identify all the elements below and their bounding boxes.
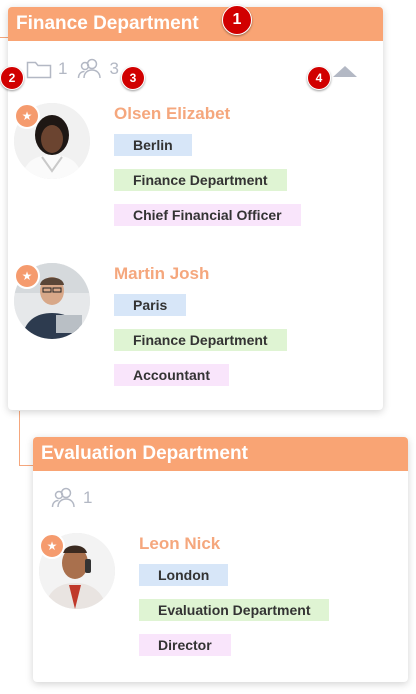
- member-stat[interactable]: 3: [77, 58, 119, 80]
- member-count: 3: [109, 59, 119, 78]
- role-tag: Chief Financial Officer: [114, 204, 301, 226]
- folder-count: 1: [58, 59, 68, 78]
- avatar: [14, 103, 90, 179]
- role-tag: Director: [139, 634, 231, 656]
- connector-horizontal: [19, 465, 33, 466]
- annotation-marker-2: 2: [0, 66, 24, 90]
- department-tag: Finance Department: [114, 329, 287, 351]
- folder-stat[interactable]: 1: [26, 59, 67, 79]
- avatar: [39, 533, 115, 609]
- location-tag: Paris: [114, 294, 187, 316]
- annotation-marker-1: 1: [222, 5, 252, 35]
- department-stats: 1 3: [26, 58, 129, 80]
- department-card-finance[interactable]: Finance Department 1 3: [8, 7, 383, 410]
- folder-icon: [26, 61, 52, 79]
- location-tag: London: [139, 564, 229, 586]
- person-name[interactable]: Martin Josh: [114, 264, 210, 283]
- star-icon: ★: [14, 263, 40, 289]
- department-title[interactable]: Evaluation Department: [33, 437, 408, 471]
- connector-vertical: [19, 411, 20, 466]
- annotation-marker-3: 3: [121, 66, 145, 90]
- member-stat[interactable]: 1: [51, 487, 92, 509]
- location-tag: Berlin: [114, 134, 192, 156]
- star-icon: ★: [14, 103, 40, 129]
- collapse-arrow-icon: [333, 66, 357, 77]
- member-count: 1: [83, 488, 93, 507]
- department-tag: Finance Department: [114, 169, 287, 191]
- department-stats: 1: [51, 487, 102, 509]
- avatar-portrait: [14, 103, 90, 179]
- annotation-marker-4: 4: [307, 66, 331, 90]
- connector-top-left: [0, 37, 8, 38]
- role-tag: Accountant: [114, 364, 229, 386]
- star-icon: ★: [39, 533, 65, 559]
- members-icon: [51, 487, 75, 508]
- person-name[interactable]: Olsen Elizabet: [114, 104, 231, 123]
- department-title[interactable]: Finance Department: [8, 7, 383, 41]
- person-name[interactable]: Leon Nick: [139, 534, 221, 553]
- department-card-evaluation[interactable]: Evaluation Department 1: [33, 437, 408, 682]
- department-tag: Evaluation Department: [139, 599, 330, 621]
- members-icon: [78, 58, 102, 79]
- collapse-button[interactable]: [332, 63, 358, 79]
